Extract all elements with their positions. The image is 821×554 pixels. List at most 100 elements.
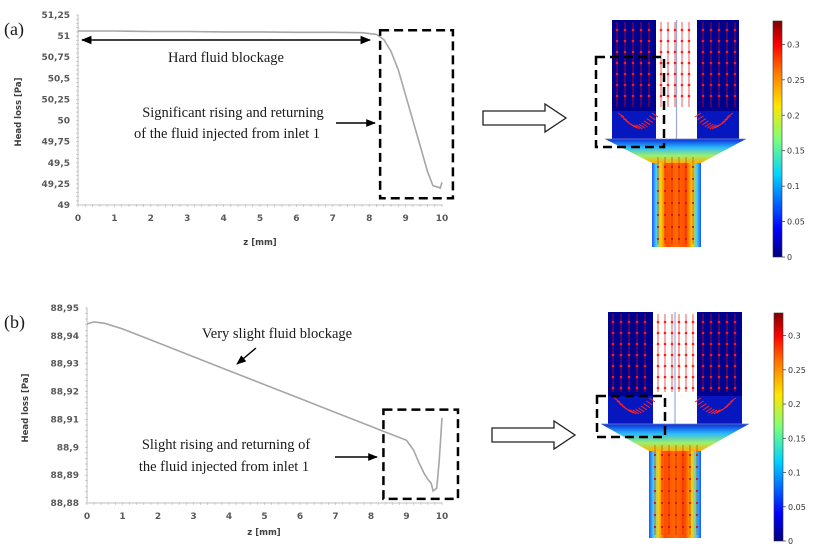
flow-arrow-head [733,364,737,368]
flow-arrow-head [725,331,729,335]
flow-arrow-head [673,83,677,87]
flow-arrow-head [670,386,674,390]
x-tick-label: 3 [190,512,196,522]
flow-arrow-head [639,83,643,87]
flow-arrow-head [701,61,705,65]
flow-arrow-head [680,50,684,54]
annotation-b-line-1: Slight rising and returning of [142,437,311,453]
x-tick-label: 6 [297,512,303,522]
flow-arrow-head [681,525,685,529]
flow-arrow-head [647,94,651,98]
flow-arrow-head [709,83,713,87]
flow-arrow-head [656,237,660,241]
recirculation-arrow [702,120,709,126]
flow-arrow-head [733,386,737,390]
flow-arrow-head [733,83,737,87]
flow-arrow-head [733,50,737,54]
flow-arrow-head [677,237,681,241]
flow-arrow-head [673,94,677,98]
flow-arrow-head [627,331,631,335]
flow-arrow-head [688,477,692,481]
flow-arrow-head [666,39,670,43]
flow-arrow-head [677,189,681,193]
annotation-a-line-2: of the fluid injected from inlet 1 [134,126,320,142]
velocity-field-b [601,312,749,538]
flow-arrow-head [631,94,635,98]
colorbar-tick-label: 0.1 [787,182,800,191]
flow-arrow-head [666,83,670,87]
flow-arrow-head [653,465,657,469]
chart-b-axes [85,307,443,505]
colorbar-tick-label: 0.25 [788,366,806,375]
flow-arrow-head [653,453,657,457]
x-tick-label: 8 [366,214,372,224]
flow-arrow-head [670,225,674,229]
flow-arrow-head [677,386,681,390]
flow-arrow-head [674,525,678,529]
flow-arrow-head [691,342,695,346]
flow-arrow-head [656,375,660,379]
flow-arrow-head [673,50,677,54]
chart-a-y-label: Head loss [Pa] [14,77,24,146]
recirculation-arrow [635,408,642,414]
flow-arrow-head [635,386,639,390]
flow-arrow-head [717,94,721,98]
recirculation-arrow [617,112,625,118]
flow-arrow-head [670,213,674,217]
flow-arrow-head [725,353,729,357]
flow-arrow-head [670,342,674,346]
flow-arrow-head [647,72,651,76]
flow-arrow-head [611,375,615,379]
colorbar-tick-label: 0.1 [788,469,801,478]
flow-arrow-head [733,353,737,357]
flow-arrow-head [691,189,695,193]
x-tick-label: 0 [75,214,81,224]
y-tick-label: 51 [57,32,70,42]
flow-arrow-head [635,375,639,379]
outlet-pipe [652,163,701,247]
flow-arrow-head [709,50,713,54]
flow-arrow-head [733,61,737,65]
flow-arrow-head [619,375,623,379]
colorbar-a-ticks: 00.050.10.150.20.250.3 [782,40,805,262]
flow-arrow-head [643,353,647,357]
flow-arrow-head [687,61,691,65]
flow-arrow-head [684,201,688,205]
flow-arrow-head [701,342,705,346]
flow-arrow-head [701,28,705,32]
flow-arrow-head [660,465,664,469]
flow-arrow-head [717,28,721,32]
flow-arrow-head [680,61,684,65]
flow-arrow-head [659,72,663,76]
flow-arrow-head [684,189,688,193]
flow-arrow-head [695,513,699,517]
flow-arrow-head [677,320,681,324]
y-tick-label: 50,5 [48,74,70,84]
flow-arrow-head [725,50,729,54]
flow-arrow-head [615,61,619,65]
y-tick-label: 88,9 [57,443,79,453]
flow-arrow-head [717,342,721,346]
annotation-b-top-arrow [236,347,257,365]
flow-arrow-head [691,201,695,205]
flow-arrow-head [733,375,737,379]
chart-b-x-label: z [mm] [247,528,281,538]
flow-arrow-head [659,83,663,87]
y-tick-label: 88,92 [51,388,79,398]
flow-arrow-head [680,72,684,76]
flow-arrow-head [688,453,692,457]
flow-arrow-head [627,375,631,379]
flow-arrow-head [709,39,713,43]
flow-arrow-head [701,83,705,87]
flow-arrow-head [643,386,647,390]
flow-arrow-head [660,453,664,457]
recirculation-arrow [641,122,648,128]
colorbar-b-ticks: 00.050.10.150.20.250.3 [783,332,806,546]
recirculation-arrow [713,409,721,415]
flow-arrow-head [717,364,721,368]
flow-arrow-head [667,453,671,457]
flow-arrow-head [733,320,737,324]
flow-arrow-head [709,375,713,379]
